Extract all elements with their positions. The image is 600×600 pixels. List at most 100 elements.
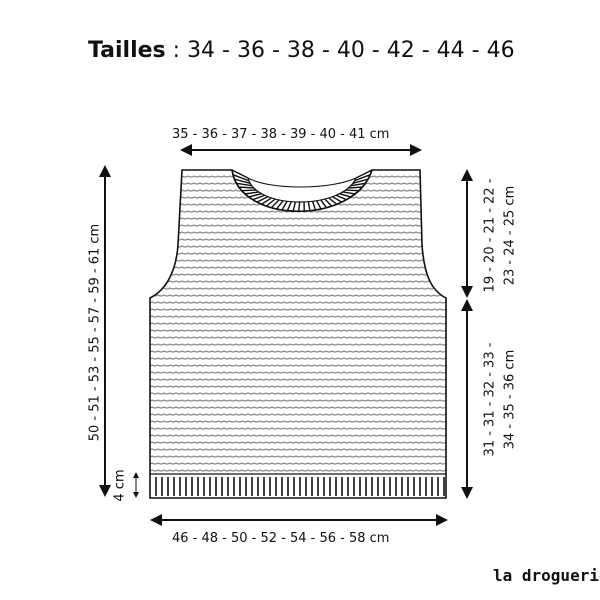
knit-stripe-row — [150, 357, 446, 360]
neck-ribbing-inner — [247, 177, 357, 203]
knit-stripe-row — [150, 448, 446, 451]
neck-rib-stitch — [241, 189, 257, 192]
knit-stripe-row — [150, 245, 446, 248]
knit-stripe-row — [150, 455, 446, 458]
neck-rib-stitch — [232, 174, 250, 182]
knit-stripe-row — [150, 322, 446, 325]
neck-rib-stitch — [339, 193, 352, 198]
neck-rib-stitch — [245, 191, 259, 195]
knit-stripe-row — [150, 308, 446, 311]
knit-stripe-row — [150, 329, 446, 332]
sizes-title: Tailles : 34 - 36 - 38 - 40 - 42 - 44 - … — [88, 38, 515, 63]
knit-stripe-row — [150, 406, 446, 409]
knit-stripe-row — [150, 378, 446, 381]
neck-rib-stitch — [354, 174, 371, 182]
bottom-width-arrow — [150, 514, 448, 526]
armhole-height-label-line1: 19 - 20 - 21 - 22 - — [482, 178, 498, 293]
neck-rib-stitch — [350, 182, 366, 187]
armhole-height-arrow — [461, 169, 473, 298]
neck-rib-stitch — [352, 178, 369, 184]
knit-stripe-row — [150, 231, 446, 234]
neck-rib-stitch — [342, 191, 356, 195]
neck-rib-stitch — [311, 201, 317, 211]
armhole-height-label-line2: 23 - 24 - 25 cm — [502, 185, 518, 286]
knit-stripe-row — [150, 441, 446, 444]
neck-rib-stitch — [231, 169, 249, 179]
total-height-label: 50 - 51 - 53 - 55 - 57 - 59 - 61 cm — [87, 223, 103, 442]
neck-rib-stitch — [324, 198, 333, 207]
body-height-arrow — [461, 299, 473, 499]
sizes-separator: : — [165, 38, 188, 63]
neck-rib-stitch — [252, 194, 265, 201]
back-neck — [247, 177, 357, 188]
knit-stripe-row — [150, 294, 446, 297]
neck-rib-stitch — [345, 189, 359, 192]
sizes-label: Tailles — [88, 38, 166, 63]
neck-rib-stitch — [335, 194, 347, 201]
neck-rib-stitch — [316, 200, 322, 210]
knit-stripe-row — [150, 196, 446, 199]
sizes-list: 34 - 36 - 38 - 40 - 42 - 44 - 46 — [187, 38, 515, 63]
neck-rib-stitch — [355, 169, 373, 179]
neck-rib-stitch — [286, 201, 292, 211]
neck-rib-stitch — [320, 199, 327, 209]
neck-rib-stitch — [270, 199, 280, 209]
knit-stripe-row — [150, 336, 446, 339]
neck-rib-stitch — [281, 200, 288, 211]
neck-rib-stitch — [276, 200, 284, 210]
knit-stripes — [150, 175, 446, 472]
neck-rib-stitch — [348, 186, 363, 189]
knit-stripe-row — [150, 217, 446, 220]
brand-logo: la droguerie — [493, 566, 600, 585]
top-width-label: 35 - 36 - 37 - 38 - 39 - 40 - 41 cm — [172, 127, 390, 142]
knit-stripe-row — [150, 238, 446, 241]
body-height-label-line2: 34 - 35 - 36 cm — [502, 349, 518, 450]
neck-rib-stitch — [265, 198, 276, 207]
knit-stripe-row — [150, 364, 446, 367]
knit-stripe-row — [150, 434, 446, 437]
rib-height-label: 4 cm — [112, 469, 128, 502]
neck-rib-stitch — [332, 196, 343, 203]
neck-rib-stitch — [328, 197, 338, 205]
knit-stripe-row — [150, 252, 446, 255]
top-width-arrow — [180, 144, 422, 156]
rib-height-arrow — [133, 472, 139, 498]
knit-stripe-row — [150, 420, 446, 423]
knit-stripe-row — [150, 273, 446, 276]
knit-stripe-row — [150, 175, 446, 178]
knit-stripe-row — [150, 259, 446, 262]
knit-stripe-row — [150, 392, 446, 395]
neck-rib-stitch — [236, 182, 252, 187]
knit-stripe-row — [150, 224, 446, 227]
knit-stripe-row — [150, 203, 446, 206]
knit-stripe-row — [150, 280, 446, 283]
knit-stripe-row — [150, 189, 446, 192]
knit-stripe-row — [150, 469, 446, 472]
neck-rib-stitch — [297, 201, 301, 212]
knit-stripe-row — [150, 266, 446, 269]
knit-stripe-row — [150, 427, 446, 430]
knit-stripe-row — [150, 462, 446, 465]
knit-stripe-row — [150, 315, 446, 318]
knit-stripe-row — [150, 385, 446, 388]
neck-rib-stitch — [292, 201, 297, 212]
neck-rib-stitch — [307, 201, 311, 211]
knit-stripe-row — [150, 287, 446, 290]
total-height-arrow — [99, 165, 111, 497]
knit-stripe-row — [150, 182, 446, 185]
knit-stripe-row — [150, 350, 446, 353]
neck-rib-stitch — [261, 197, 272, 205]
neck-rib-stitches — [231, 169, 373, 212]
knit-stripe-row — [150, 399, 446, 402]
bottom-width-label: 46 - 48 - 50 - 52 - 54 - 56 - 58 cm — [172, 531, 390, 546]
knit-stripe-row — [150, 301, 446, 304]
knit-stripe-row — [150, 413, 446, 416]
neck-rib-stitch — [238, 186, 254, 189]
knit-stripe-row — [150, 343, 446, 346]
neck-rib-stitch — [256, 196, 269, 203]
body-height-label-line1: 31 - 31 - 32 - 33 - — [482, 342, 498, 457]
knit-stripe-row — [150, 371, 446, 374]
neck-rib-stitch — [248, 193, 262, 198]
